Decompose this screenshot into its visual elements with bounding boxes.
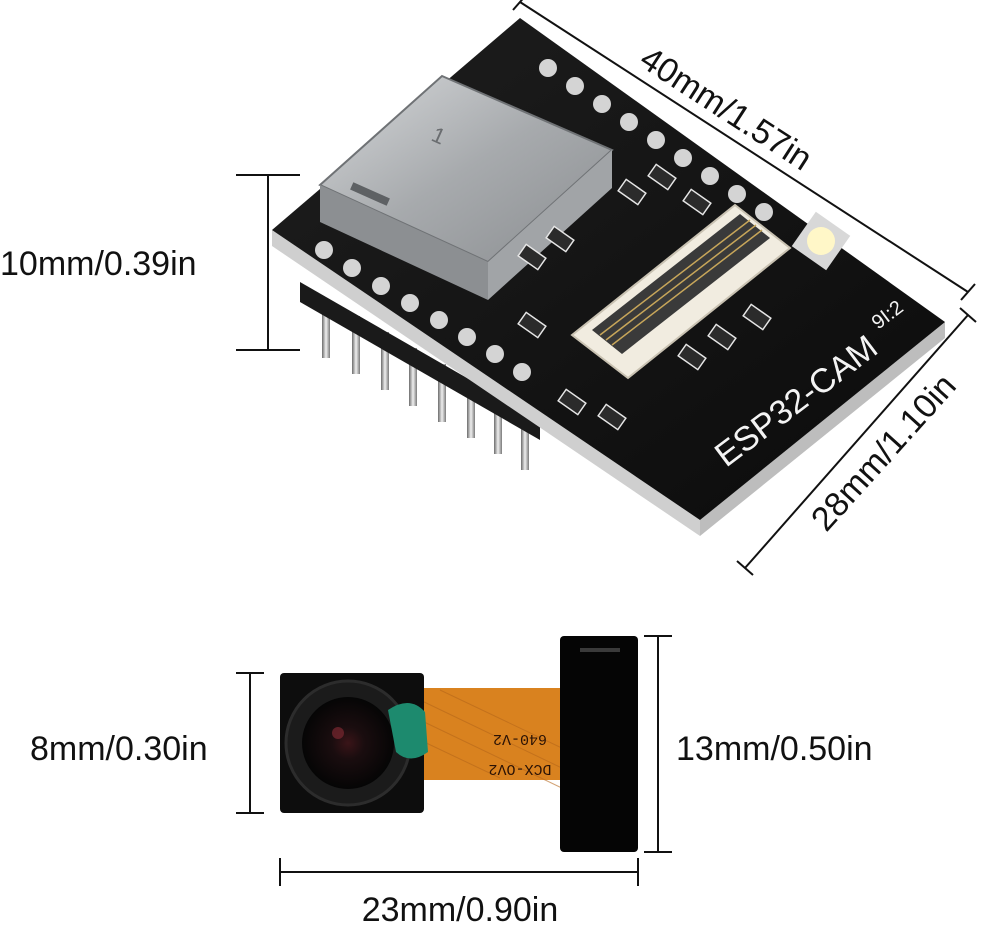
- flash-led: [791, 211, 851, 271]
- board-edge: [272, 230, 700, 536]
- pcb-top-face: [272, 18, 945, 520]
- camera-lens: [302, 697, 394, 789]
- top-pin-row: [539, 59, 773, 221]
- dimension-board-height: 10mm/0.39in: [0, 245, 197, 283]
- dimension-camera-lens-width: 8mm/0.30in: [30, 730, 208, 768]
- dimension-camera-height: 13mm/0.50in: [676, 730, 873, 768]
- lens-tab: [388, 702, 428, 759]
- board-dimension-lines: [236, 0, 977, 576]
- camera-connector: [570, 203, 792, 380]
- flex-cable: [418, 688, 568, 780]
- flex-label-line-2: DCX-OV2: [488, 760, 551, 777]
- esp32-cam-board: 1: [272, 18, 945, 536]
- dimension-camera-length: 23mm/0.90in: [362, 891, 559, 928]
- microsd-slot: 1: [318, 74, 614, 300]
- connector-stiffener: [560, 636, 638, 852]
- left-pin-row: [315, 241, 531, 381]
- smd-components: [517, 163, 772, 431]
- camera-module: 640-V2 DCX-OV2: [280, 636, 638, 852]
- header-pins: [300, 282, 540, 470]
- flex-label-line-1: 640-V2: [493, 730, 547, 747]
- camera-dimension-lines: [236, 635, 672, 886]
